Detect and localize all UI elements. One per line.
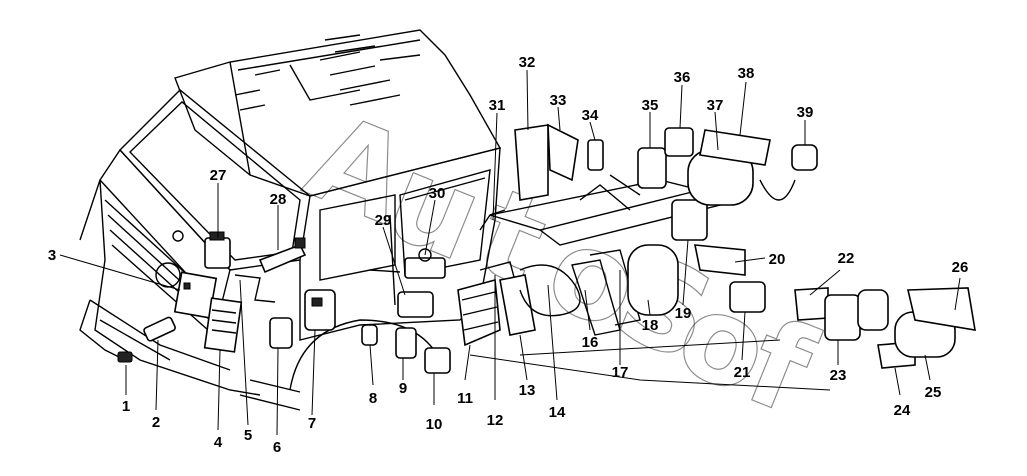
callout-8: 8 (369, 390, 377, 407)
part-1-shape (79, 299, 126, 361)
callout-25: 25 (925, 384, 942, 401)
parts (79, 123, 976, 374)
callout-35: 35 (642, 97, 659, 114)
callout-9: 9 (399, 380, 407, 397)
callout-31: 31 (489, 97, 506, 114)
callout-20: 20 (769, 251, 786, 268)
callout-39: 39 (797, 104, 814, 121)
callout-6: 6 (273, 439, 281, 456)
callout-13: 13 (519, 382, 536, 399)
callout-23: 23 (830, 367, 847, 384)
callout-30: 30 (429, 185, 446, 202)
callout-27: 27 (210, 167, 227, 184)
callout-14: 14 (549, 404, 566, 421)
callout-labels: 1 2 3 4 5 6 7 8 9 10 11 12 13 14 16 17 1… (48, 54, 969, 456)
callout-2: 2 (152, 414, 160, 431)
callout-7: 7 (308, 415, 316, 432)
callout-29: 29 (375, 212, 392, 229)
leader-lines (59, 69, 961, 436)
callout-11: 11 (457, 390, 473, 407)
callout-19: 19 (675, 305, 692, 322)
callout-37: 37 (707, 97, 724, 114)
callout-1: 1 (122, 398, 130, 415)
callout-22: 22 (838, 250, 855, 267)
callout-36: 36 (674, 69, 691, 86)
callout-26: 26 (952, 259, 969, 276)
callout-32: 32 (519, 54, 536, 71)
callout-18: 18 (642, 317, 659, 334)
callout-38: 38 (738, 65, 755, 82)
callout-28: 28 (270, 191, 287, 208)
callout-33: 33 (550, 92, 567, 109)
callout-4: 4 (214, 434, 223, 451)
callout-21: 21 (734, 364, 751, 381)
callout-10: 10 (426, 416, 443, 433)
callout-16: 16 (582, 334, 599, 351)
callout-17: 17 (612, 364, 629, 381)
callout-12: 12 (487, 412, 504, 429)
callout-3: 3 (48, 247, 56, 264)
callout-5: 5 (244, 427, 252, 444)
callout-24: 24 (894, 402, 911, 419)
callout-34: 34 (582, 107, 599, 124)
